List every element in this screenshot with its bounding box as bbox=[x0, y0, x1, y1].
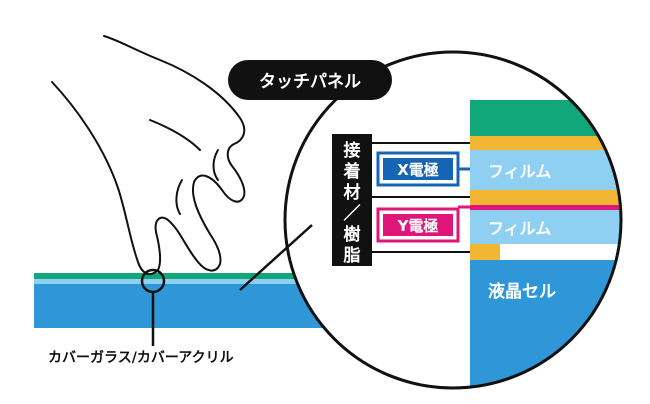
mag-adhesive-2 bbox=[470, 190, 621, 205]
mag-film-bottom bbox=[470, 210, 621, 244]
adhesive-char-4: ／ bbox=[344, 203, 361, 224]
hand-icon bbox=[51, 35, 246, 276]
x-electrode-badge: X電極 bbox=[376, 151, 460, 187]
title-badge: タッチパネル bbox=[228, 60, 392, 100]
panel-body bbox=[34, 284, 334, 328]
mag-cover-layer bbox=[470, 100, 621, 136]
mag-lcd-cell bbox=[470, 260, 621, 388]
cover-layer bbox=[34, 273, 334, 279]
cover-label: カバーガラス/カバーアクリル bbox=[48, 350, 234, 366]
adhesive-char-5: 樹 bbox=[344, 224, 361, 245]
y-electrode-badge: Y電極 bbox=[376, 207, 460, 243]
mag-adhesive-1 bbox=[470, 136, 621, 150]
mag-magenta-line bbox=[470, 205, 621, 210]
adhesive-char-3: 材 bbox=[344, 182, 361, 203]
film-layer-thin bbox=[34, 279, 334, 284]
adhesive-char-6: 脂 bbox=[344, 246, 361, 266]
magnifier-connector bbox=[239, 224, 313, 291]
film-bottom-label: フィルム bbox=[488, 219, 551, 238]
mag-adhesive-3 bbox=[470, 244, 500, 260]
y-electrode-text: Y電極 bbox=[397, 217, 439, 235]
adhesive-label-box: 接 着 材 ／ 樹 脂 bbox=[332, 134, 372, 266]
adhesive-leader-lines bbox=[372, 142, 470, 253]
adhesive-char-1: 接 bbox=[344, 140, 361, 161]
magnifier-outline bbox=[283, 50, 623, 390]
title-text: タッチパネル bbox=[259, 72, 361, 92]
x-electrode-text: X電極 bbox=[397, 161, 439, 179]
film-top-label: フィルム bbox=[488, 162, 551, 181]
panel-stack bbox=[34, 273, 334, 328]
mag-film-top bbox=[470, 150, 621, 190]
lcd-cell-label: 液晶セル bbox=[488, 281, 556, 302]
adhesive-char-2: 着 bbox=[343, 161, 361, 182]
